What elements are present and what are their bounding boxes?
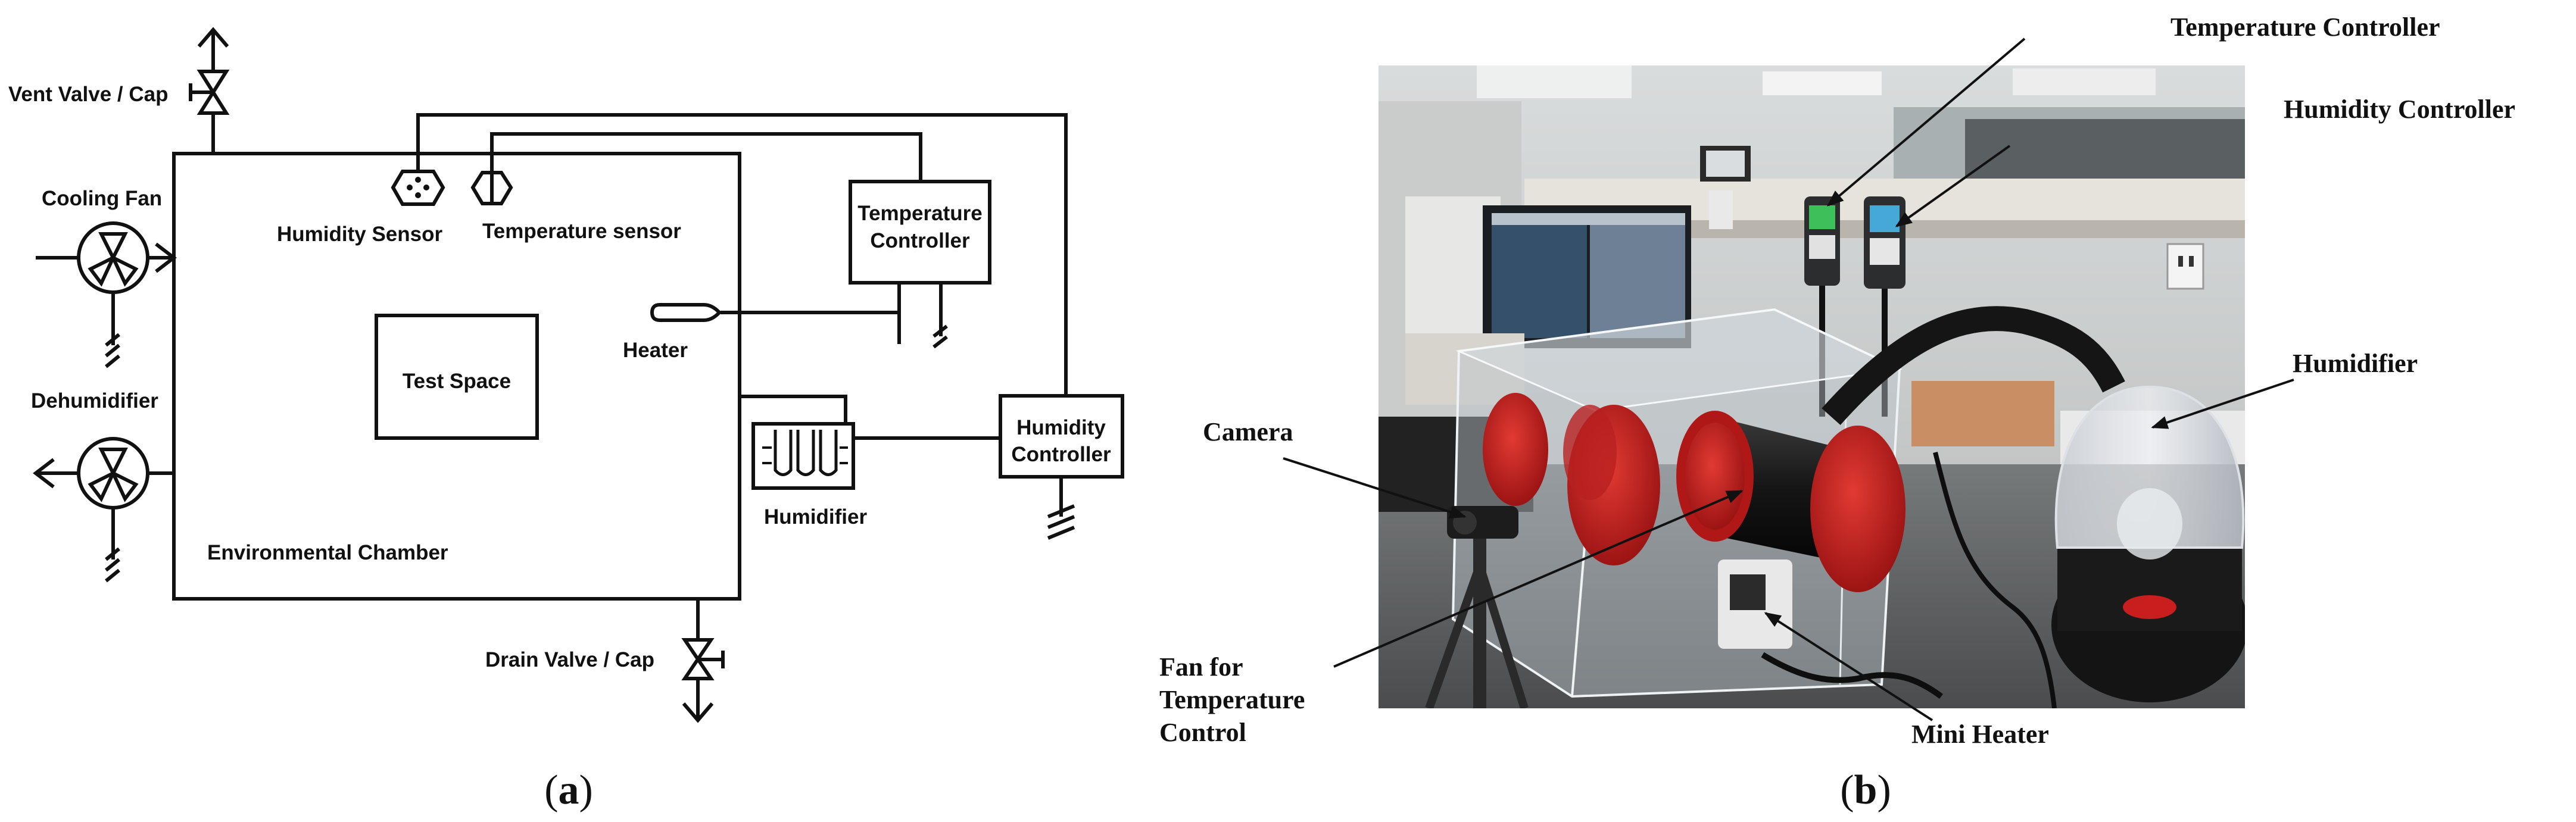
temperature-sensor-label: Temperature sensor (482, 220, 681, 243)
photo-fan-label-1: Fan for (1159, 652, 1243, 682)
temperature-controller-box (849, 180, 991, 285)
humidity-sensor-wire (416, 113, 1068, 396)
test-space-box (375, 314, 539, 440)
temperature-controller-wire (721, 283, 901, 314)
humidity-controller-label-1: Humidity (1016, 416, 1106, 439)
photo-mini-heater (1718, 560, 1792, 649)
photo-fan-label-2: Temperature (1159, 685, 1305, 714)
dehumidifier-label: Dehumidifier (31, 389, 158, 412)
dehumidifier-icon (33, 437, 174, 583)
photo-temperature-controller-label: Temperature Controller (2170, 12, 2440, 42)
photo-camera-label: Camera (1203, 417, 1293, 446)
photo-humidifier (2051, 385, 2245, 702)
caption-a: (a) (544, 767, 593, 813)
humidity-controller-label-2: Controller (1011, 443, 1111, 466)
schematic-labels: Vent Valve / Cap Cooling Fan Dehumidifie… (8, 83, 1111, 671)
photo-mini-heater-label: Mini Heater (1911, 720, 2049, 749)
test-space-label: Test Space (403, 370, 511, 393)
environmental-chamber-box (172, 152, 741, 601)
humidity-sensor-icon (391, 170, 445, 206)
caption-b: (b) (1840, 767, 1891, 813)
drain-valve-label: Drain Valve / Cap (485, 648, 654, 671)
heater-label: Heater (623, 339, 688, 362)
photo-fan-tube (1676, 411, 1906, 592)
humidity-sensor-label: Humidity Sensor (277, 223, 442, 246)
environmental-chamber-label: Environmental Chamber (207, 541, 448, 564)
photo-labels: Temperature Controller Humidity Controll… (1159, 12, 2515, 749)
vent-valve-icon (189, 27, 230, 154)
humidifier-schematic-label: Humidifier (764, 505, 867, 529)
vent-valve-label: Vent Valve / Cap (8, 83, 168, 106)
temperature-sensor-icon (470, 171, 513, 205)
temperature-controller-label-2: Controller (870, 229, 970, 252)
photo-fan-label-3: Control (1159, 718, 1246, 747)
photo-temperature-controller (1804, 196, 1840, 417)
photo-humidity-controller-label: Humidity Controller (2284, 95, 2515, 124)
caption-a-letter: a (559, 767, 579, 813)
photo-humidity-controller (1864, 196, 1906, 417)
drain-valve-icon (681, 599, 725, 723)
temperature-sensor-wire (490, 132, 922, 182)
setup-photo (1379, 65, 2245, 708)
schematic-diagram (33, 27, 1124, 723)
photo-callout-lines (1283, 37, 2294, 721)
cooling-fan-label: Cooling Fan (42, 187, 162, 210)
caption-b-letter: b (1854, 767, 1878, 813)
heater-icon (650, 303, 722, 322)
photo-humidifier-label: Humidifier (2293, 349, 2418, 378)
humidifier-schematic-icon (740, 395, 1000, 490)
temperature-controller-label-1: Temperature (857, 202, 982, 225)
cooling-fan-icon (36, 221, 177, 368)
